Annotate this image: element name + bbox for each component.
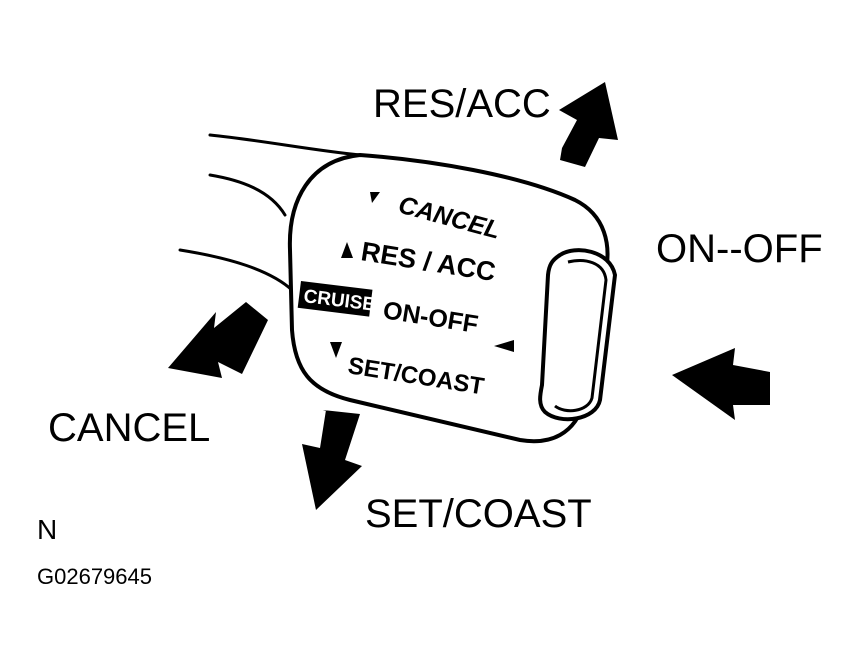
set-coast-arrow — [302, 410, 362, 510]
on-off-callout: ON--OFF — [656, 227, 823, 271]
cruise-badge — [297, 281, 373, 317]
cancel-arrow — [168, 302, 268, 378]
set-coast-down-marker — [330, 342, 342, 358]
lever-body — [287, 152, 610, 444]
res-acc-callout: RES/ACC — [373, 82, 551, 126]
cancel-callout: CANCEL — [48, 406, 211, 450]
stalk-upper-edge — [208, 133, 362, 157]
on-off-arrow — [672, 348, 770, 420]
res-acc-arrow — [559, 82, 618, 167]
cancel-down-marker — [370, 192, 380, 203]
orientation-letter: N — [37, 514, 58, 545]
on-off-side-marker — [494, 340, 514, 352]
res-acc-up-marker — [341, 242, 353, 258]
direction-arrows — [168, 82, 770, 510]
stalk-mid-edge — [208, 173, 287, 217]
set-coast-callout: SET/COAST — [365, 492, 592, 536]
stalk-lower-edge — [178, 248, 294, 292]
on-off-end-cap — [538, 248, 618, 422]
on-off-end-cap-inner — [554, 259, 608, 413]
figure-id: G02679645 — [37, 564, 152, 589]
